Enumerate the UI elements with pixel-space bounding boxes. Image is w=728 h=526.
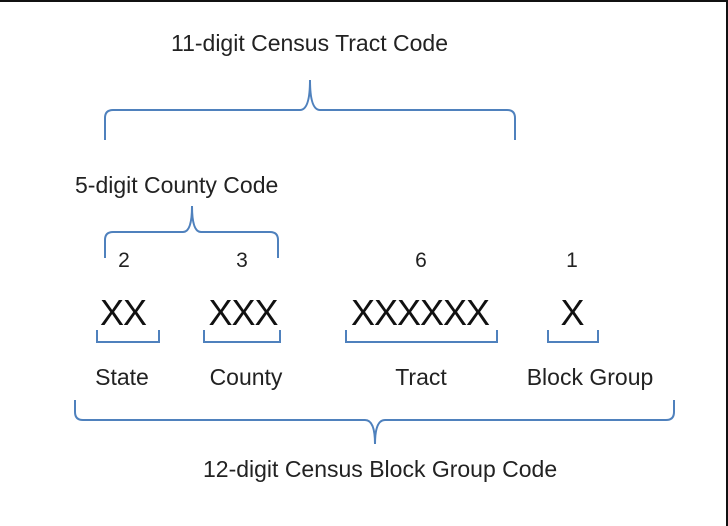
county-code: XXX: [208, 292, 278, 333]
state-digit-count: 2: [118, 249, 130, 272]
tract-bracket: [345, 330, 498, 343]
block-group-code-label: 12-digit Census Block Group Code: [203, 456, 558, 482]
tract-code: XXXXXX: [350, 292, 490, 333]
block-group-label: Block Group: [526, 364, 654, 390]
block-group-code: X: [560, 292, 584, 333]
state-label: State: [95, 364, 149, 390]
county-code-label: 5-digit County Code: [75, 172, 279, 198]
state-bracket: [96, 330, 160, 343]
county-code-brace: [104, 205, 279, 258]
county-bracket: [203, 330, 281, 343]
county-label: County: [209, 364, 283, 390]
state-code: XX: [99, 292, 147, 333]
county-digit-count: 3: [236, 249, 248, 272]
tract-digit-count: 6: [415, 249, 427, 272]
block-group-code-brace: [74, 400, 675, 445]
tract-code-label: 11-digit Census Tract Code: [171, 30, 448, 56]
block-group-bracket: [547, 330, 599, 343]
block-group-digit-count: 1: [566, 249, 578, 272]
tract-label: Tract: [395, 364, 447, 390]
tract-code-brace: [104, 79, 516, 140]
